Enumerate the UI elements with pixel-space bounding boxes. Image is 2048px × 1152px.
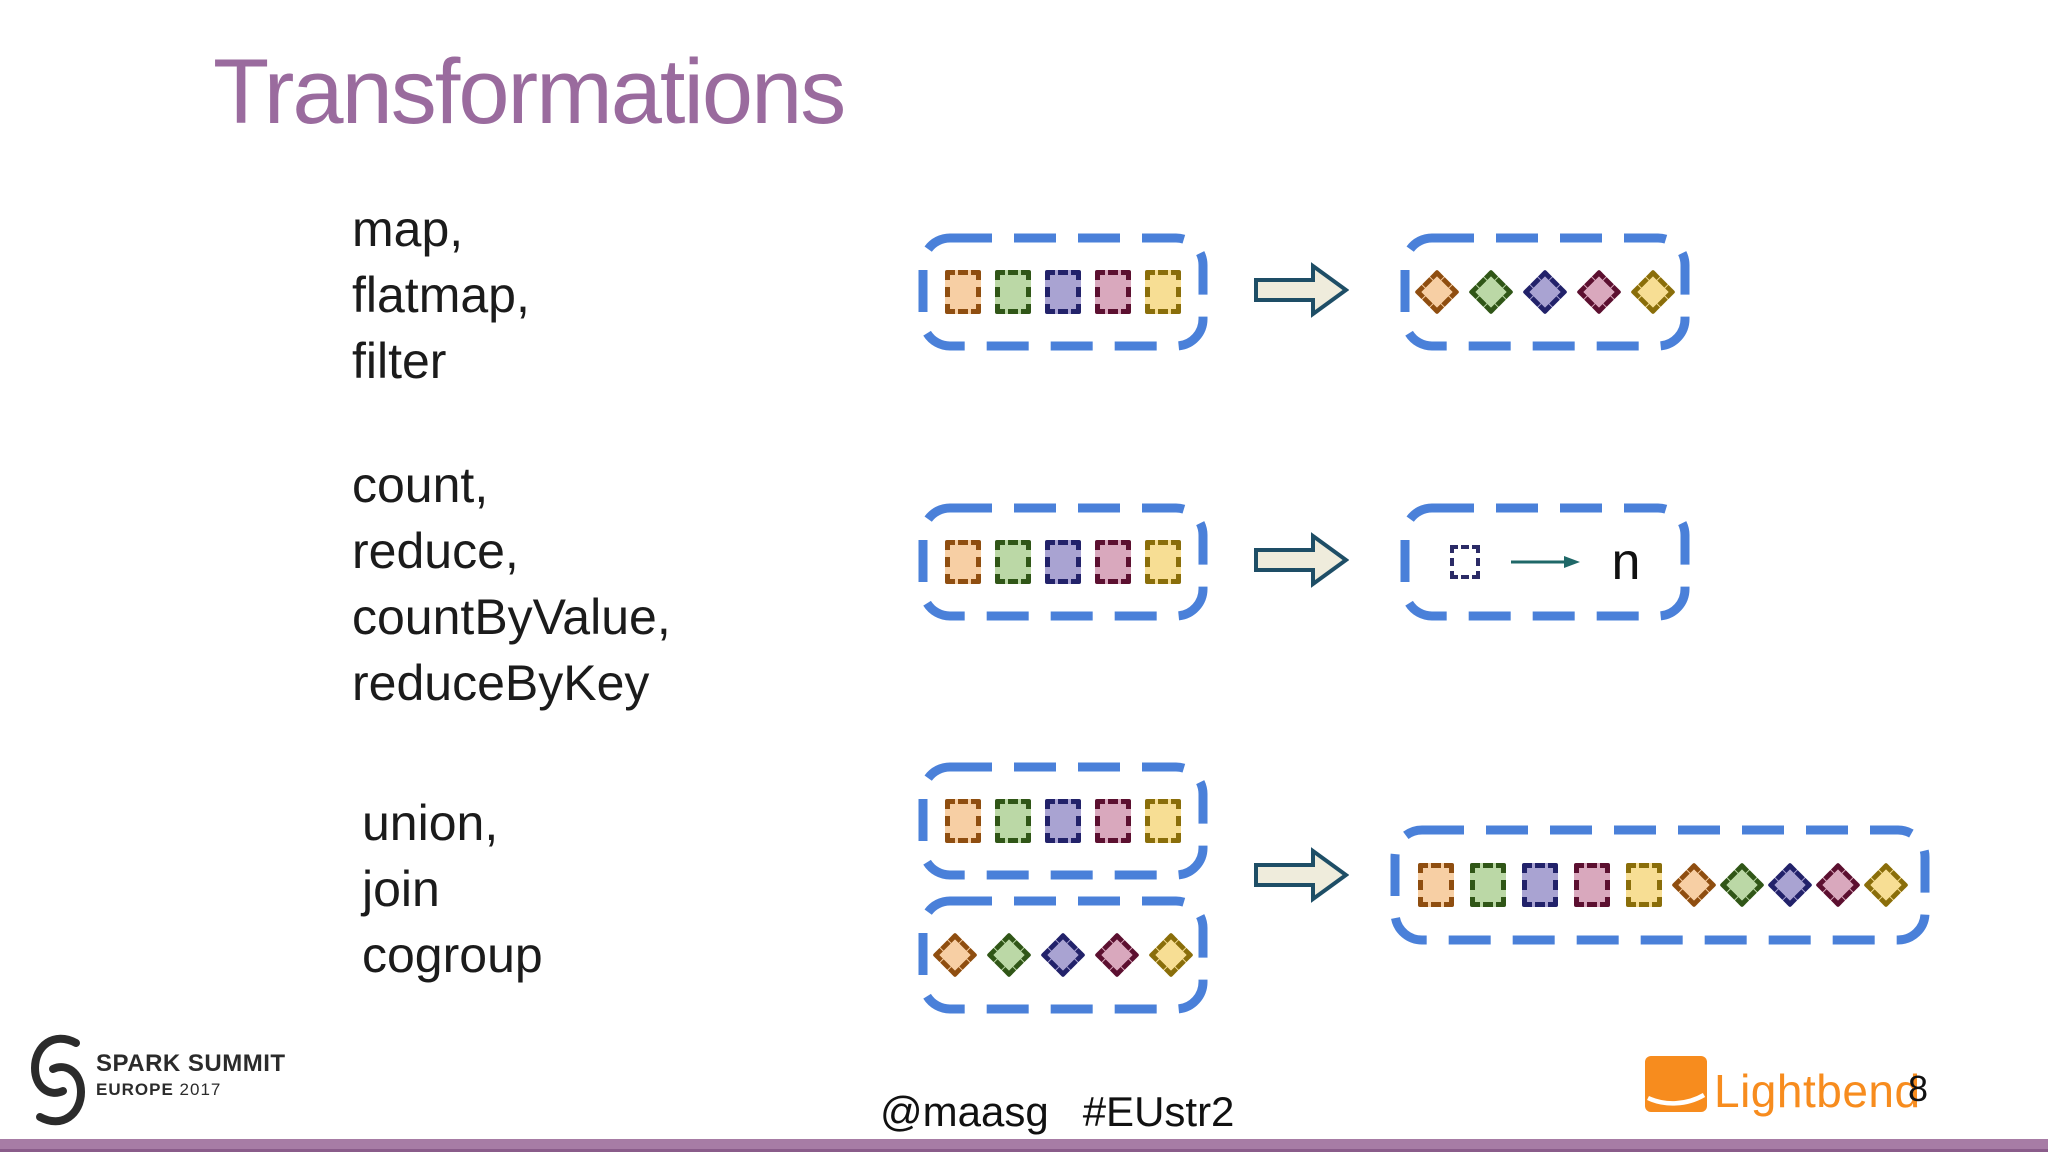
rdd-box-row3-input-a — [918, 762, 1208, 880]
rdd-item-orange-square — [945, 799, 981, 843]
spark-summit-title: SPARK SUMMIT — [96, 1050, 286, 1077]
rdd-item-orange-diamond — [1671, 862, 1717, 908]
rdd-elements — [945, 540, 1181, 584]
rdd-item-yellow-diamond — [1148, 932, 1194, 978]
operation-label: reduce, — [352, 523, 519, 579]
rdd-item-yellow-square — [1145, 270, 1181, 314]
spark-summit-wordmark: SPARK SUMMIT EUROPE 2017 — [96, 1050, 286, 1100]
rdd-item-purple-square — [1045, 270, 1081, 314]
spark-summit-logo-icon — [30, 1034, 86, 1126]
rdd-elements — [945, 270, 1181, 314]
rdd-item-green-square — [1470, 863, 1506, 907]
rdd-item-green-diamond — [1719, 862, 1765, 908]
rdd-box-row1-input — [918, 233, 1208, 351]
rdd-item-purple-square — [1522, 863, 1558, 907]
operation-label: cogroup — [362, 927, 543, 983]
rdd-item-orange-square — [945, 540, 981, 584]
rdd-item-green-square — [995, 799, 1031, 843]
collection-brackets-icon — [1449, 545, 1480, 579]
rdd-item-pink-diamond — [1094, 932, 1140, 978]
rdd-box-row3-input-b — [918, 896, 1208, 1014]
bottom-accent-bar — [0, 1139, 2048, 1152]
rdd-dashed-border — [918, 896, 1208, 1014]
rdd-item-orange-diamond — [1414, 269, 1460, 315]
slide-title: Transformations — [213, 41, 846, 143]
operation-label: countByValue, — [352, 589, 671, 645]
rdd-item-green-square — [995, 270, 1031, 314]
footer-social-line: @maasg #EUstr2 — [880, 1088, 1234, 1136]
rdd-elements — [1414, 269, 1676, 315]
operations-group-map: map, flatmap, filter — [352, 196, 530, 394]
rdd-item-yellow-square — [1145, 799, 1181, 843]
rdd-item-purple-square — [1045, 540, 1081, 584]
rdd-dashed-border — [1400, 233, 1690, 351]
transform-arrow-icon — [1254, 847, 1349, 903]
rdd-item-pink-square — [1095, 540, 1131, 584]
rdd-box-row2-output: n — [1400, 503, 1690, 621]
rdd-box-row2-input — [918, 503, 1208, 621]
page-number: 8 — [1908, 1068, 1929, 1109]
rdd-item-orange-diamond — [932, 932, 978, 978]
rdd-dashed-border — [918, 233, 1208, 351]
operation-label: filter — [352, 333, 447, 389]
rdd-item-purple-square — [1045, 799, 1081, 843]
rdd-item-green-diamond — [986, 932, 1032, 978]
rdd-item-yellow-diamond — [1630, 269, 1676, 315]
rdd-elements — [932, 932, 1194, 978]
rdd-item-pink-diamond — [1815, 862, 1861, 908]
spark-summit-year: 2017 — [179, 1080, 222, 1099]
operations-group-union: union, join cogroup — [362, 790, 543, 988]
rdd-dashed-border — [918, 503, 1208, 621]
operation-label: flatmap, — [352, 267, 530, 323]
rdd-elements — [945, 799, 1181, 843]
rdd-item-green-square — [995, 540, 1031, 584]
rdd-item-pink-square — [1095, 270, 1131, 314]
twitter-handle: @maasg — [880, 1088, 1049, 1135]
operations-group-reduce: count, reduce, countByValue, reduceByKey — [352, 452, 671, 716]
rdd-dashed-border — [918, 762, 1208, 880]
operation-label: union, — [362, 795, 499, 851]
operation-label: reduceByKey — [352, 655, 650, 711]
rdd-item-purple-diamond — [1040, 932, 1086, 978]
rdd-dashed-border — [1390, 825, 1930, 945]
rdd-item-yellow-diamond — [1863, 862, 1909, 908]
spark-summit-europe: EUROPE — [96, 1080, 174, 1099]
rdd-item-yellow-square — [1626, 863, 1662, 907]
rdd-box-row3-output — [1390, 825, 1930, 945]
rdd-item-green-diamond — [1468, 269, 1514, 315]
lightbend-wordmark: Lightbend — [1714, 1065, 1921, 1117]
rdd-item-purple-diamond — [1767, 862, 1813, 908]
rdd-elements — [1418, 862, 1909, 908]
rdd-item-orange-square — [1418, 863, 1454, 907]
rdd-dashed-border — [1400, 503, 1690, 621]
rdd-item-orange-square — [945, 270, 981, 314]
maps-to-arrow-icon — [1510, 556, 1580, 568]
rdd-item-pink-square — [1574, 863, 1610, 907]
hashtag: #EUstr2 — [1082, 1088, 1235, 1135]
lightbend-logo-icon — [1645, 1056, 1707, 1112]
rdd-box-row1-output — [1400, 233, 1690, 351]
scalar-n-label: n — [1611, 533, 1641, 591]
spark-summit-subtitle: EUROPE 2017 — [96, 1080, 286, 1100]
operation-label: count, — [352, 457, 489, 513]
rdd-item-pink-square — [1095, 799, 1131, 843]
operation-label: join — [362, 861, 440, 917]
rdd-item-purple-diamond — [1522, 269, 1568, 315]
transform-arrow-icon — [1254, 262, 1349, 318]
rdd-item-pink-diamond — [1576, 269, 1622, 315]
operation-label: map, — [352, 201, 464, 257]
rdd-item-yellow-square — [1145, 540, 1181, 584]
count-result: n — [1449, 533, 1641, 591]
transform-arrow-icon — [1254, 532, 1349, 588]
